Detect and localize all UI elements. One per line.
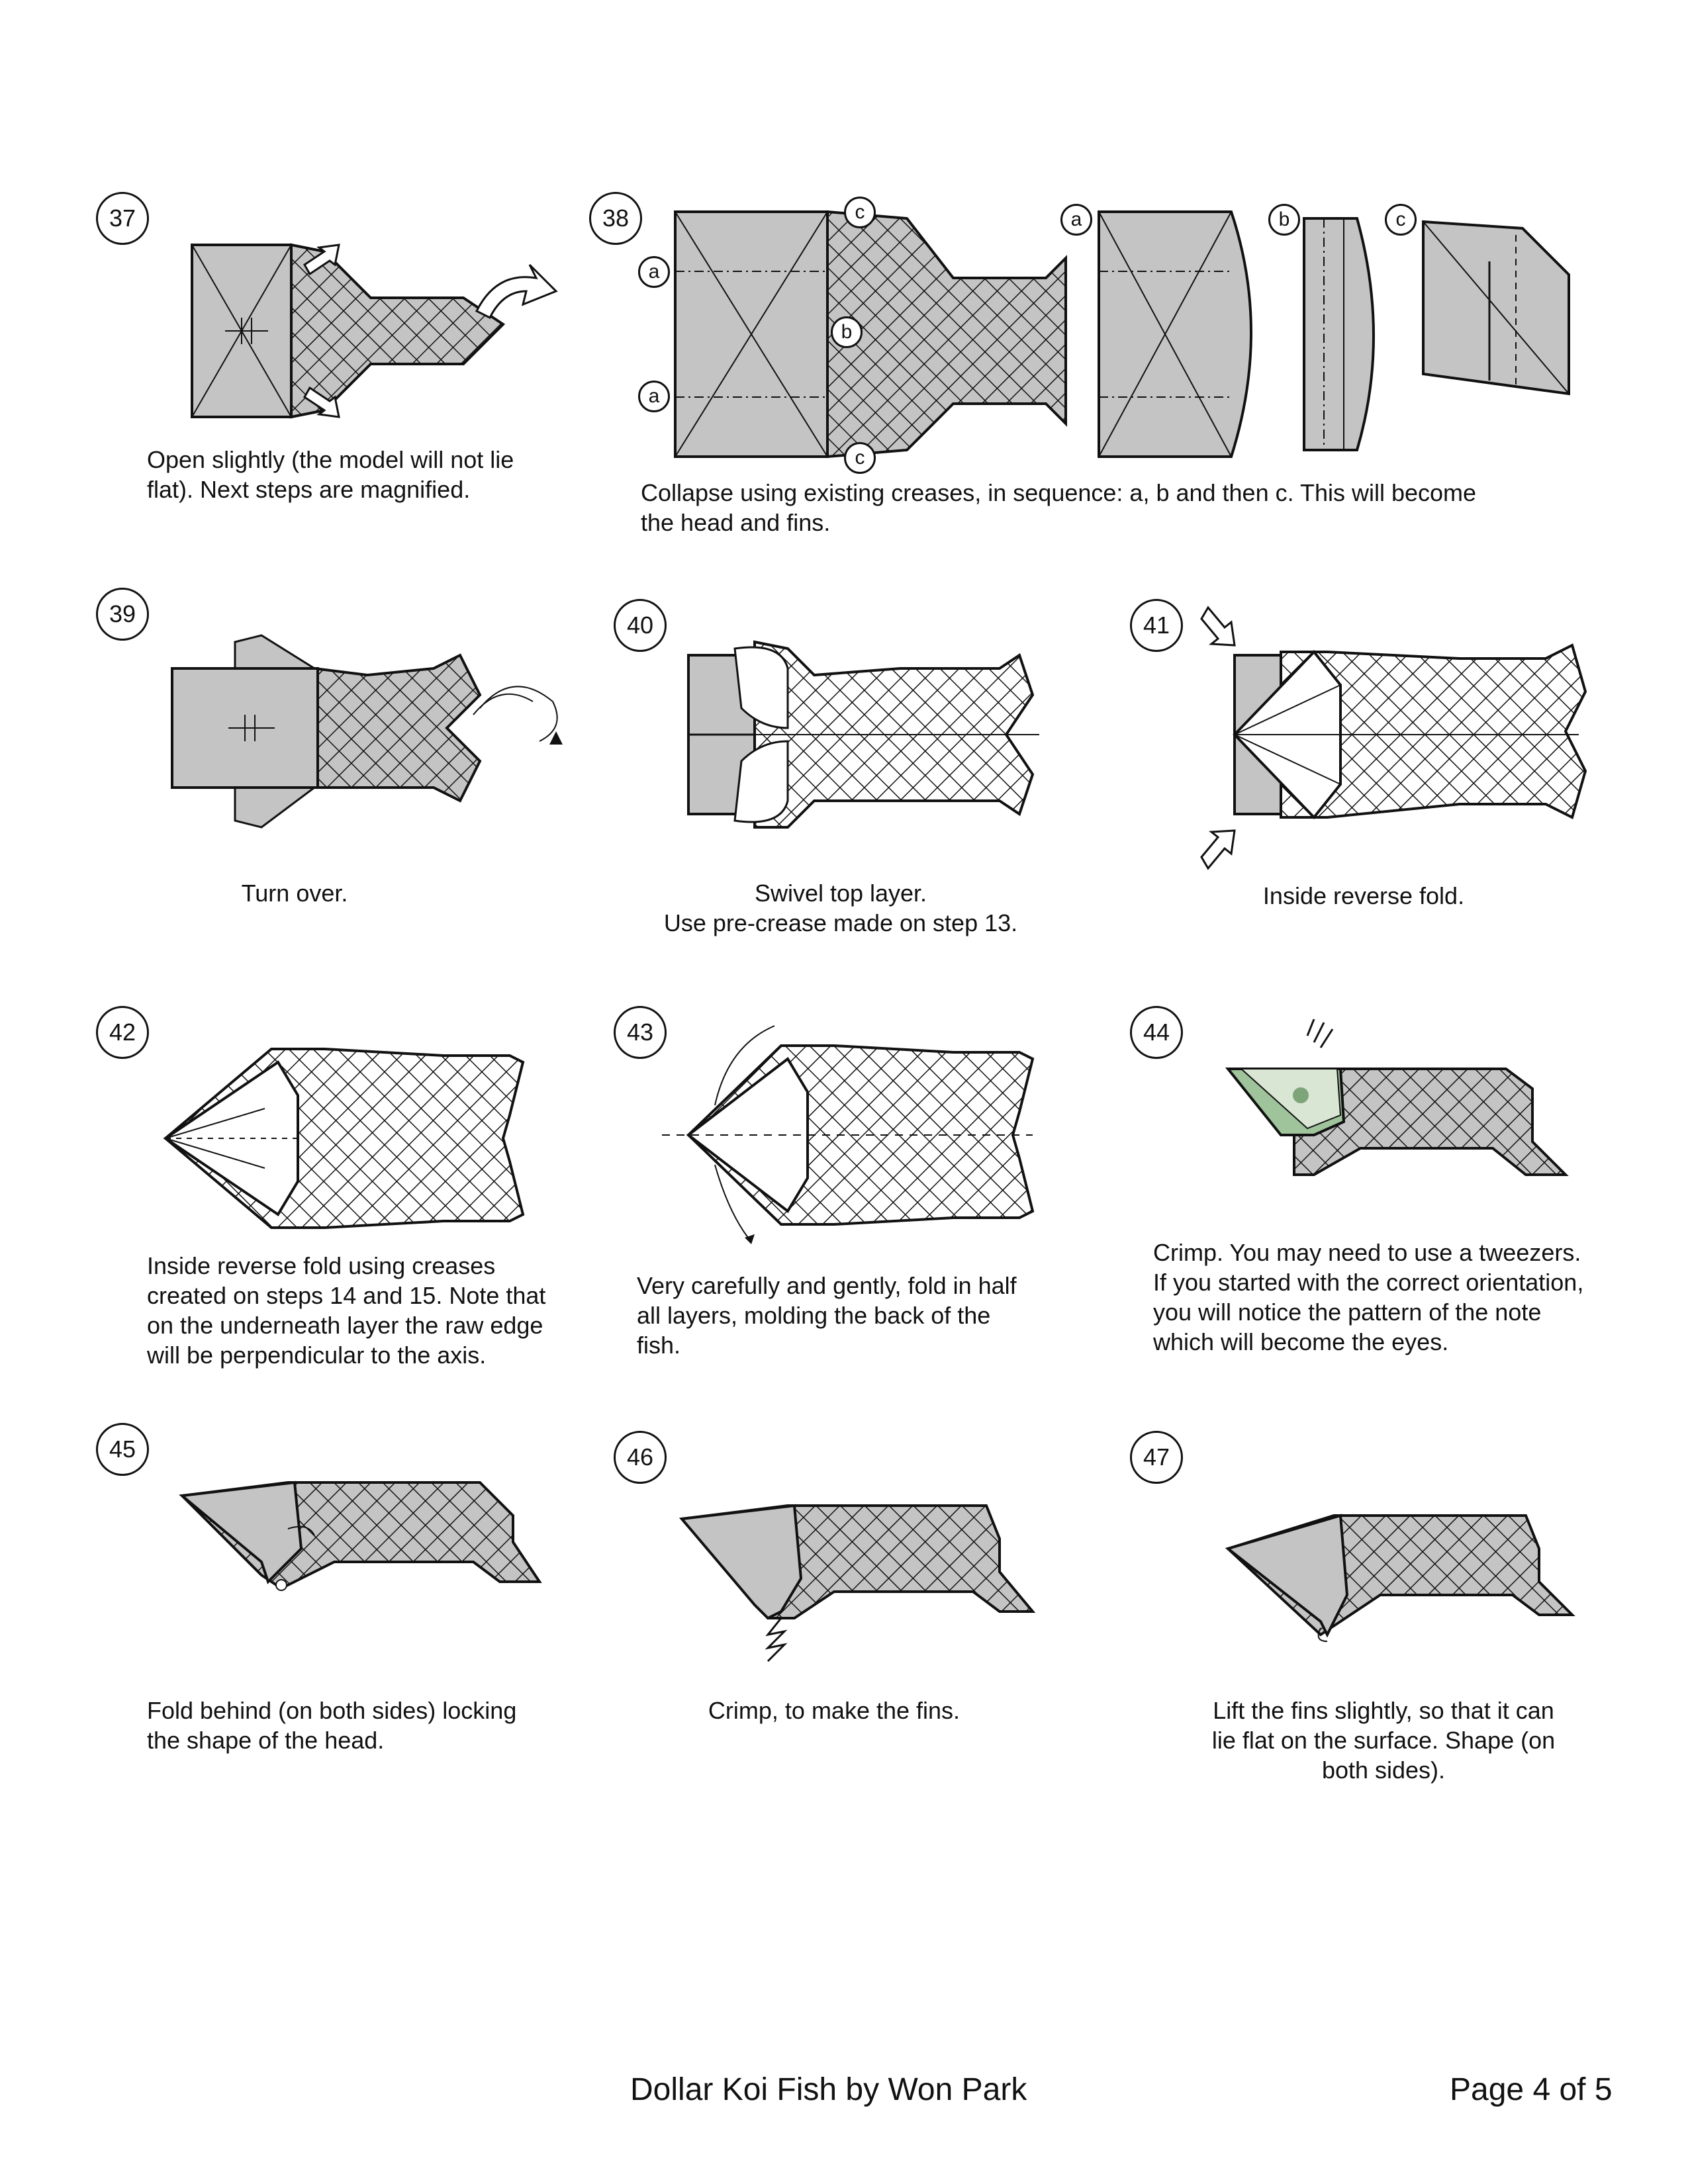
footer-title: Dollar Koi Fish by Won Park [630,2071,1027,2108]
step-caption: Swivel top layer. Use pre-crease made on… [629,878,1053,938]
label-c-bottom: c [844,442,876,474]
step-caption: Crimp. You may need to use a tweezers. I… [1153,1238,1583,1357]
page-number: Page 4 of 5 [1450,2071,1613,2108]
step-caption: Fold behind (on both sides) locking the … [147,1696,516,1755]
step-number: 40 [614,599,667,652]
step-caption: Crimp, to make the fins. [655,1696,1013,1725]
step-47-diagram [1228,1502,1579,1648]
label-c-detail: c [1385,204,1417,236]
step-number: 46 [614,1431,667,1484]
label-c-top: c [844,197,876,228]
step-38c-diagram [1423,222,1572,400]
step-number: 38 [589,192,642,245]
step-41-diagram [1182,612,1592,864]
step-number: 44 [1130,1006,1183,1059]
step-46-diagram [682,1492,1046,1664]
step-38b-diagram [1304,212,1390,457]
step-45-diagram [182,1476,546,1608]
label-a-top: a [638,256,670,288]
label-a-detail: a [1060,204,1092,236]
step-caption: Inside reverse fold using creases create… [147,1251,545,1370]
step-number: 42 [96,1006,149,1059]
step-number: 37 [96,192,149,245]
step-40-diagram [682,629,1053,841]
step-caption: Open slightly (the model will not lie fl… [147,445,514,504]
step-number: 47 [1130,1431,1183,1484]
step-caption: Lift the fins slightly, so that it can l… [1192,1696,1575,1785]
label-a-bottom: a [638,381,670,412]
step-caption: Very carefully and gently, fold in half … [637,1271,1017,1360]
step-number: 41 [1130,599,1183,652]
step-number: 39 [96,588,149,641]
step-42-diagram [165,1023,536,1241]
step-number: 43 [614,1006,667,1059]
step-38a-diagram [1099,212,1271,457]
step-37-diagram [185,225,556,443]
step-39-diagram [169,629,579,834]
label-b-detail: b [1268,204,1300,236]
step-44-diagram [1228,1016,1579,1188]
step-number: 45 [96,1423,149,1476]
step-caption: Inside reverse fold. [1178,881,1549,911]
step-43-diagram [662,1019,1059,1244]
label-b: b [831,316,863,348]
step-caption: Turn over. [199,878,391,908]
step-caption: Collapse using existing creases, in sequ… [641,478,1476,537]
